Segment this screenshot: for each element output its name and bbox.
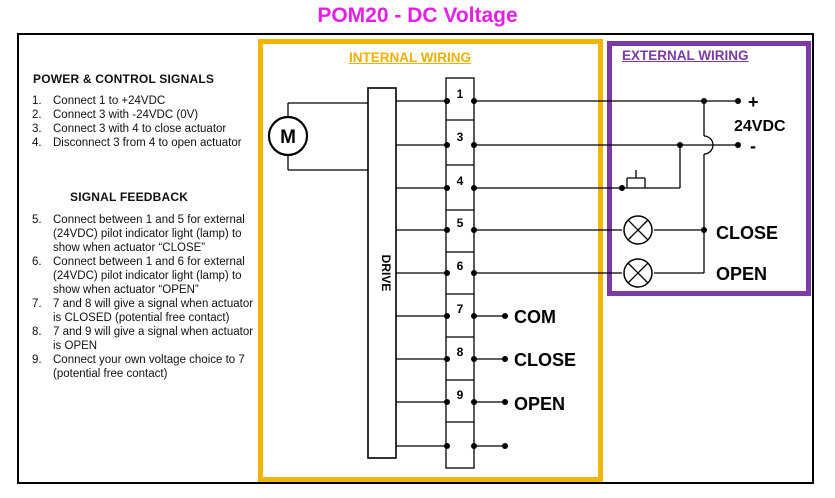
- signal-feedback-heading: SIGNAL FEEDBACK: [70, 190, 189, 204]
- open-contact-label: OPEN: [514, 394, 565, 414]
- signal-feedback-list: 5.Connect between 1 and 5 for external (…: [32, 213, 260, 381]
- internal-wiring-box: [258, 39, 603, 482]
- close-lamp-label: CLOSE: [716, 223, 778, 243]
- terminal-label-1: 1: [457, 87, 464, 101]
- list-item: 1.Connect 1 to +24VDC: [32, 95, 166, 107]
- terminal-label-9: 9: [457, 388, 464, 402]
- list-item: 4.Disconnect 3 from 4 to open actuator: [32, 137, 242, 149]
- close-contact-label: CLOSE: [514, 350, 576, 370]
- terminal-label-8: 8: [457, 345, 464, 359]
- motor-label: M: [280, 127, 296, 148]
- external-wiring-label: EXTERNAL WIRING: [622, 48, 749, 63]
- supply-plus-label: +: [748, 92, 759, 112]
- com-label: COM: [514, 307, 556, 327]
- supply-voltage-label: 24VDC: [734, 118, 786, 135]
- drive-label: DRIVE: [379, 255, 393, 292]
- list-item: 6.Connect between 1 and 6 for external (…: [32, 256, 245, 296]
- external-wiring-box: [607, 41, 811, 296]
- internal-wiring-label: INTERNAL WIRING: [349, 50, 471, 65]
- list-item: 3.Connect 3 with 4 to close actuator: [32, 123, 227, 135]
- list-item: 2.Connect 3 with -24VDC (0V): [32, 109, 199, 121]
- terminal-strip: [445, 77, 475, 469]
- terminal-label-7: 7: [457, 302, 464, 316]
- terminal-label-4: 4: [457, 174, 464, 188]
- open-lamp-label: OPEN: [716, 264, 767, 284]
- list-item: 9.Connect your own voltage choice to 7 (…: [32, 354, 245, 380]
- page-title: POM20 - DC Voltage: [317, 4, 518, 27]
- terminal-label-5: 5: [457, 216, 464, 230]
- list-item: 7.7 and 8 will give a signal when actuat…: [32, 298, 254, 324]
- terminal-label-3: 3: [457, 130, 464, 144]
- power-control-heading: POWER & CONTROL SIGNALS: [33, 72, 215, 86]
- drive-block: [367, 87, 397, 459]
- terminal-label-6: 6: [457, 259, 464, 273]
- power-control-list: 1.Connect 1 to +24VDC 2.Connect 3 with -…: [32, 94, 252, 150]
- diagram-frame: [17, 33, 814, 484]
- list-item: 5.Connect between 1 and 5 for external (…: [32, 214, 245, 254]
- list-item: 8.7 and 9 will give a signal when actuat…: [32, 326, 254, 352]
- supply-minus-label: -: [750, 136, 756, 156]
